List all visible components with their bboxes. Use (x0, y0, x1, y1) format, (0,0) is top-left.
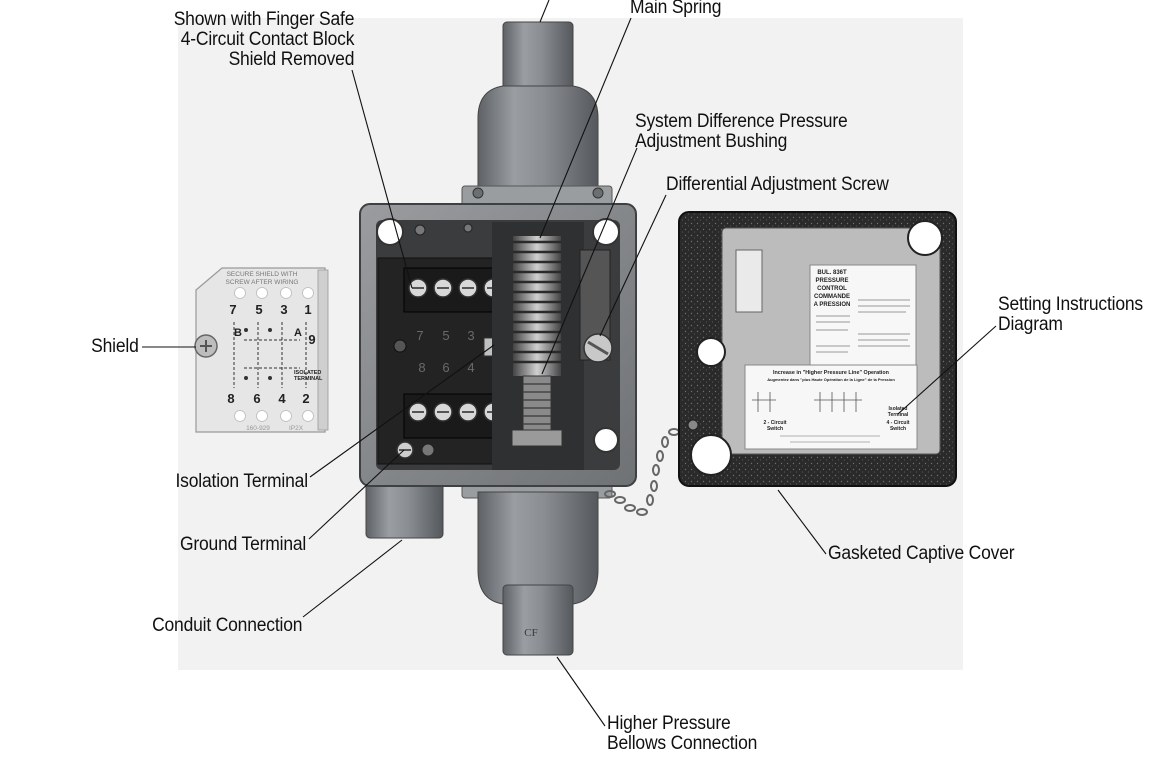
label-switch-left-2: Switch (767, 426, 783, 432)
leader-differential (599, 194, 667, 337)
leader-lines (142, 0, 997, 727)
shield-header-line2: SCREW AFTER WIRING (226, 279, 299, 286)
label-switch-right-1: 4 - Circuit (886, 420, 909, 426)
shield-num-2: 2 (302, 391, 309, 406)
callout-finger-safe: Shown with Finger Safe 4-Circuit Contact… (173, 10, 354, 70)
shield-label-a: A (294, 327, 302, 339)
shield-num-7: 7 (229, 302, 236, 317)
callout-differential-screw-text: Differential Adjustment Screw (666, 174, 889, 195)
block-num-7: 7 (416, 328, 423, 343)
callout-isolation-terminal-text: Isolation Terminal (175, 471, 309, 492)
shield-isolated-line1: ISOLATED (294, 370, 321, 376)
main-spring (492, 222, 613, 470)
callout-system-difference-line2: Adjustment Bushing (635, 131, 788, 152)
label-product-2: PRESSURE (815, 278, 848, 284)
callout-gasketed-cover: Gasketed Captive Cover (828, 543, 1015, 564)
callout-ground-terminal: Ground Terminal (180, 535, 306, 555)
label-iso-1: Isolated (889, 406, 908, 412)
leader-gasketed (777, 489, 827, 555)
label-product-4: COMMANDE (814, 294, 850, 300)
label-product-3: CONTROL (817, 286, 847, 292)
label-operation-subtitle: Augmentez dans "plus Haute Opération de … (767, 377, 895, 382)
callout-isolation-terminal: Isolation Terminal (175, 471, 309, 492)
shield-isolated-line2: TERMINAL (294, 376, 323, 382)
block-num-3: 3 (467, 328, 474, 343)
callout-finger-safe-line1: Shown with Finger Safe (173, 9, 354, 30)
leader-conduit (302, 539, 403, 618)
callout-higher-pressure: Higher Pressure Bellows Connection (607, 714, 757, 754)
callout-conduit-connection-text: Conduit Connection (151, 615, 302, 636)
shield-num-8: 8 (227, 391, 234, 406)
callout-finger-safe-line3: Shield Removed (228, 49, 354, 70)
label-switch-right-2: Switch (890, 426, 906, 432)
callout-system-difference: System Difference Pressure Adjustment Bu… (635, 112, 848, 152)
callout-system-difference-line1: System Difference Pressure (635, 111, 848, 132)
callout-setting-instructions-line1: Setting Instructions (998, 294, 1143, 315)
spring-coils (513, 240, 561, 364)
shield-rating: IP2X (289, 425, 304, 432)
leader-setting-instructions (897, 325, 997, 415)
captive-chain (604, 424, 692, 516)
label-schematic (752, 392, 862, 412)
callout-main-spring-text: Main Spring (630, 0, 722, 18)
callout-conduit-connection: Conduit Connection (152, 616, 302, 636)
block-num-5: 5 (442, 328, 449, 343)
callout-finger-safe-line2: 4-Circuit Contact Block (180, 29, 354, 50)
instruction-label-top (809, 264, 917, 366)
block-num-8: 8 (418, 360, 425, 375)
shield-num-6: 6 (253, 391, 260, 406)
shield-part-no: 160-929 (246, 425, 270, 432)
shield-schematic (233, 322, 307, 388)
label-iso-2: Terminal (888, 412, 909, 418)
bellows-mark: CF (524, 627, 537, 639)
leader-finger-safe (351, 69, 413, 289)
callout-ground-terminal-text: Ground Terminal (179, 534, 306, 555)
label-product-5: A PRESSION (814, 302, 851, 308)
leader-top (539, 0, 550, 23)
leader-system-difference (541, 147, 638, 375)
ground-terminal (396, 441, 435, 459)
leader-higher-pressure (556, 656, 606, 727)
callout-gasketed-cover-text: Gasketed Captive Cover (828, 543, 1015, 564)
shield-contact-dots (244, 328, 272, 380)
callout-differential-screw: Differential Adjustment Screw (666, 175, 889, 195)
label-switch-left-1: 2 - Circuit (763, 420, 786, 426)
block-num-6: 6 (442, 360, 449, 375)
label-operation-title: Increase in "Higher Pressure Line" Opera… (773, 370, 889, 376)
shield-holes (234, 287, 314, 422)
callout-main-spring: Main Spring (630, 0, 721, 18)
shield-header-line1: SECURE SHIELD WITH (227, 271, 298, 278)
shield-label-b: B (234, 327, 242, 339)
callout-setting-instructions-line2: Diagram (998, 314, 1063, 335)
leader-main-spring (539, 17, 632, 239)
finger-safe-shield: SECURE SHIELD WITH SCREW AFTER WIRING 7 … (194, 267, 329, 433)
upper-cylinder (461, 21, 613, 207)
gasketed-captive-cover: BUL. 836T PRESSURE CONTROL COMMANDE A PR… (678, 211, 957, 487)
label-product-1: BUL. 836T (817, 270, 847, 276)
block-num-4: 4 (467, 360, 474, 375)
callout-shield-text: Shield (91, 336, 140, 357)
shield-num-3: 3 (280, 302, 287, 317)
shield-num-5: 5 (255, 302, 262, 317)
callout-higher-pressure-line2: Bellows Connection (607, 733, 758, 754)
leader-ground (308, 449, 405, 540)
leader-isolation (309, 344, 495, 478)
lower-cylinder: CF (461, 477, 613, 656)
instruction-label-bottom (744, 364, 918, 450)
shield-num-9: 9 (308, 332, 315, 347)
callout-setting-instructions: Setting Instructions Diagram (998, 295, 1143, 335)
callout-shield: Shield (91, 336, 140, 357)
bushing-threads (523, 383, 551, 425)
label-fine-print (816, 299, 910, 353)
callout-higher-pressure-line1: Higher Pressure (607, 713, 731, 734)
shield-num-4: 4 (278, 391, 286, 406)
shield-num-1: 1 (304, 302, 311, 317)
